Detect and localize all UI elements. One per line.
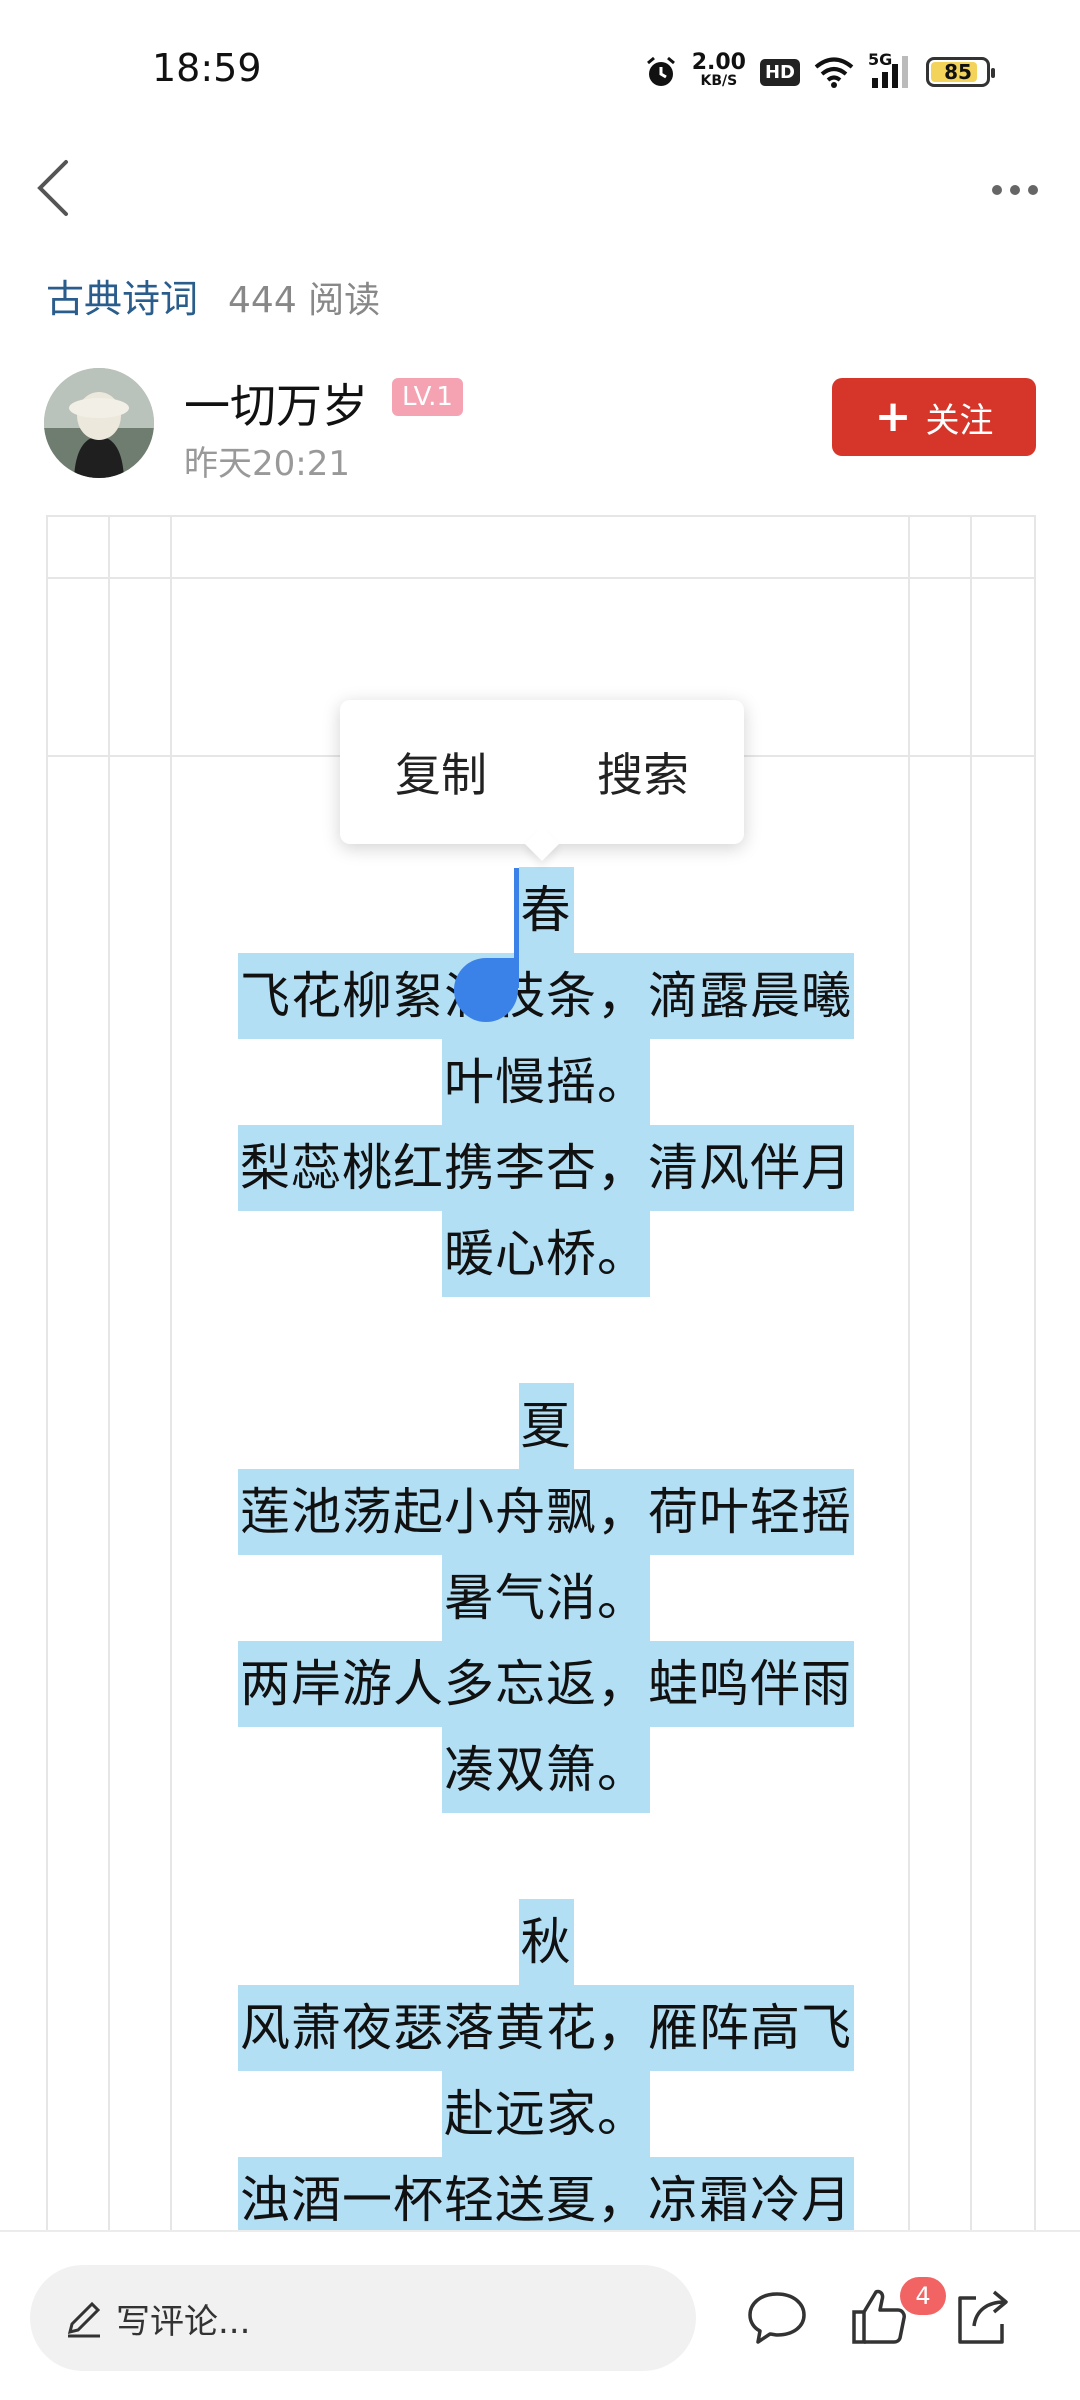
poem-title-spring: 春 [518, 867, 574, 953]
top-nav [0, 140, 1080, 240]
author-name[interactable]: 一切万岁 [184, 379, 368, 433]
poem-text: 莲池荡起小舟飘，荷叶轻摇 [238, 1469, 854, 1555]
poem-line: 夏 [216, 1383, 876, 1469]
poem-stanza-gap [216, 1297, 876, 1383]
search-button[interactable]: 搜索 [597, 748, 689, 802]
hd-badge: HD [759, 58, 800, 86]
copy-button[interactable]: 复制 [395, 748, 487, 802]
signal-label: 5G [868, 50, 893, 69]
wifi-icon [814, 57, 854, 88]
grid-line [46, 515, 48, 2235]
poem-title-autumn: 秋 [518, 1899, 574, 1985]
poem-text: 暖心桥。 [442, 1211, 650, 1297]
poem-text: 梨蕊桃红携李杏，清风伴月 [238, 1125, 854, 1211]
poem-line: 莲池荡起小舟飘，荷叶轻摇 [216, 1469, 876, 1555]
poem-line: 暑气消。 [216, 1555, 876, 1641]
net-speed: 2.00 KB/S [691, 50, 746, 90]
category-link[interactable]: 古典诗词 [46, 277, 199, 321]
level-badge: LV.1 [392, 378, 463, 416]
read-count: 444 阅读 [228, 280, 381, 321]
signal-icon [872, 56, 908, 88]
article-meta: 古典诗词 444 阅读 [46, 268, 380, 323]
poem-line: 飞花柳絮满枝条，滴露晨曦 [216, 953, 876, 1039]
poem-text: 两岸游人多忘返，蛙鸣伴雨 [238, 1641, 854, 1727]
follow-label: 关注 [925, 400, 994, 441]
share-icon [958, 2290, 1008, 2344]
more-dot-icon [1010, 185, 1020, 195]
poem-line: 凑双箫。 [216, 1727, 876, 1813]
signal-group: 5G [868, 50, 912, 90]
follow-button[interactable]: + 关注 [832, 378, 1036, 456]
avatar[interactable] [44, 368, 154, 478]
grid-line [908, 515, 910, 2235]
more-dot-icon [1028, 185, 1038, 195]
bottom-action-bar: 写评论... 4 [0, 2230, 1080, 2400]
poem-text: 暑气消。 [442, 1555, 650, 1641]
net-speed-unit: KB/S [700, 73, 738, 89]
share-button[interactable] [946, 2282, 1016, 2352]
avatar-image [44, 368, 154, 478]
poem-text: 叶慢摇。 [442, 1039, 650, 1125]
poem-title-summer: 夏 [518, 1383, 574, 1469]
comment-placeholder: 写评论... [116, 2301, 251, 2342]
grid-line [46, 515, 1036, 517]
status-icons: 2.00 KB/S HD 5G 85 [644, 50, 995, 94]
like-button[interactable] [844, 2282, 914, 2352]
poem-line: 浊酒一杯轻送夏，凉霜冷月 [216, 2157, 876, 2243]
grid-line [46, 577, 1036, 579]
grid-line [170, 515, 172, 2235]
post-time: 昨天20:21 [184, 444, 350, 484]
poem-stanza-gap [216, 1813, 876, 1899]
poem-line: 秋 [216, 1899, 876, 1985]
poem-line: 两岸游人多忘返，蛙鸣伴雨 [216, 1641, 876, 1727]
poem-text: 浊酒一杯轻送夏，凉霜冷月 [238, 2157, 854, 2243]
grid-line [1034, 515, 1036, 2235]
selection-start-handle[interactable] [454, 958, 518, 1022]
comment-input[interactable]: 写评论... [30, 2265, 696, 2371]
poem-body[interactable]: 春 飞花柳絮满枝条，滴露晨曦 叶慢摇。 梨蕊桃红携李杏，清风伴月 暖心桥。 夏 … [216, 867, 876, 2243]
pencil-icon [67, 2301, 101, 2338]
poem-line: 梨蕊桃红携李杏，清风伴月 [216, 1125, 876, 1211]
comment-button[interactable] [742, 2282, 812, 2352]
battery-icon: 85 [926, 57, 995, 87]
poem-line: 叶慢摇。 [216, 1039, 876, 1125]
grid-line [970, 515, 972, 2235]
poem-line: 春 [216, 867, 876, 953]
poem-text: 飞花柳絮满枝条，滴露晨曦 [238, 953, 854, 1039]
status-time: 18:59 [152, 46, 262, 90]
more-options-button[interactable] [980, 160, 1050, 220]
back-arrow-icon [37, 160, 68, 216]
thumbs-up-icon [852, 2289, 906, 2344]
battery-fill [931, 62, 977, 82]
selection-start-cursor[interactable] [514, 868, 519, 988]
status-bar: 18:59 2.00 KB/S HD 5G [0, 0, 1080, 140]
like-count-badge: 4 [900, 2277, 946, 2315]
plus-icon: + [874, 391, 912, 442]
comment-bubble-icon [748, 2292, 806, 2344]
poem-text: 赴远家。 [442, 2071, 650, 2157]
poem-text: 凑双箫。 [442, 1727, 650, 1813]
text-selection-menu: 复制 搜索 [340, 700, 744, 844]
poem-line: 暖心桥。 [216, 1211, 876, 1297]
more-dot-icon [992, 185, 1002, 195]
poem-line: 风萧夜瑟落黄花，雁阵高飞 [216, 1985, 876, 2071]
back-button[interactable] [20, 148, 100, 228]
alarm-icon [646, 56, 675, 86]
battery-level: 85 [944, 60, 972, 84]
net-speed-value: 2.00 [691, 50, 746, 75]
grid-line [108, 515, 110, 2235]
author-row: 一切万岁 LV.1 昨天20:21 + 关注 [44, 368, 1036, 484]
poem-text: 风萧夜瑟落黄花，雁阵高飞 [238, 1985, 854, 2071]
poem-line: 赴远家。 [216, 2071, 876, 2157]
